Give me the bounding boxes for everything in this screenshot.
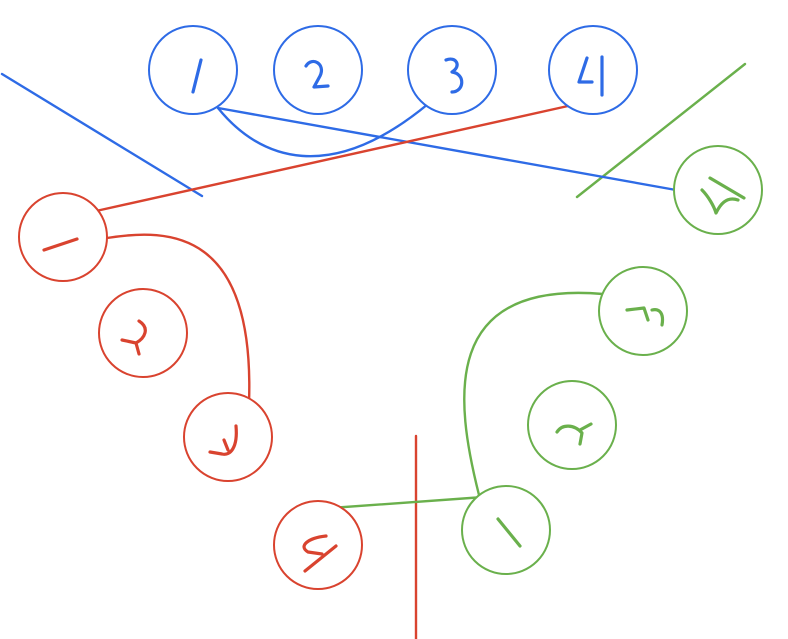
node-blue-3[interactable]: 3 [0,0,497,115]
node-blue-1[interactable]: 1 [0,0,238,115]
edge-green-1-green-3 [463,291,605,497]
blue-separator [0,72,204,198]
rotated-digit-1-icon [496,517,522,548]
arabic-digit-2-icon [120,319,147,356]
rotated-digit-2-icon [555,422,593,446]
arabic-digit-4-icon [302,534,338,573]
edge-blue-1-blue-3 [216,102,430,158]
node-green-3[interactable]: ٣ [0,0,688,356]
rotated-digit-3-icon [625,306,665,327]
edge-red-1-red-3 [105,233,251,405]
handwritten-3-icon [444,57,464,94]
node-blue-2[interactable]: 2 [0,0,363,115]
green-separator [575,62,747,199]
node-green-1[interactable]: ١ [0,0,551,575]
node-green-2[interactable]: ٢ [0,0,617,470]
node-red-2[interactable]: ٢ [0,0,188,378]
handwritten-4-icon [577,55,604,97]
node-green-4[interactable]: ٤ [0,0,763,235]
edge-red-1-blue-4 [94,104,570,213]
rotated-digit-4-icon [700,176,746,215]
handwritten-1-icon [191,58,203,94]
handwritten-2-icon [304,60,330,89]
node-red-3[interactable]: ٣ [0,0,273,482]
node-red-4[interactable]: ٤ [0,0,363,590]
node-blue-4[interactable]: 4 [0,0,638,115]
edge-red-4-green-1 [329,495,486,510]
arabic-digit-1-icon [42,237,79,252]
node-red-1[interactable]: ١ [0,0,108,282]
edge-blue-1-green-4 [216,106,678,192]
arabic-digit-3-icon [208,424,238,456]
